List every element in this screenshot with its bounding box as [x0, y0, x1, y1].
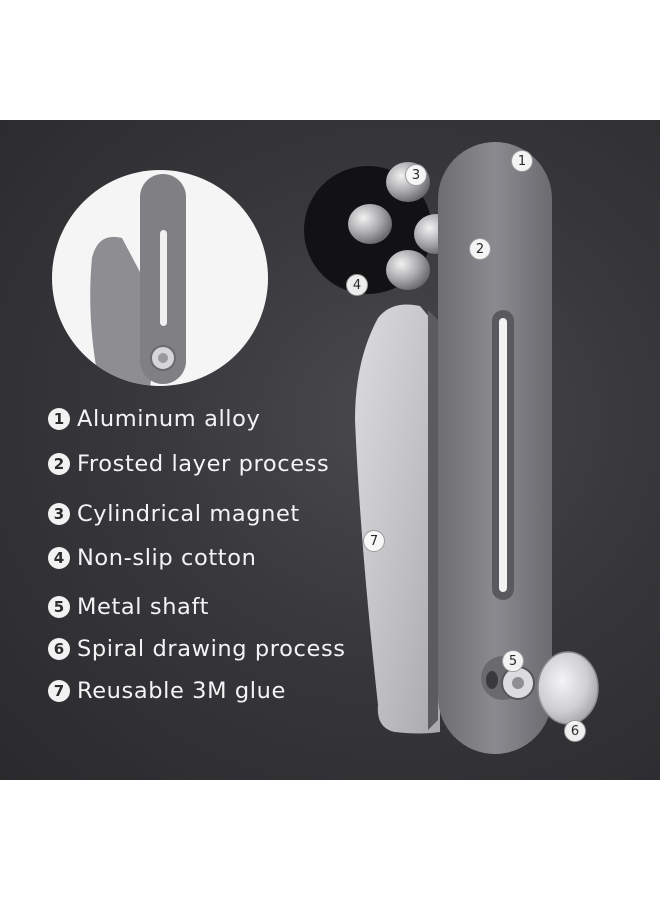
callout-5: 5	[502, 650, 524, 672]
legend-label: Reusable 3M glue	[77, 678, 286, 704]
callout-3: 3	[405, 164, 427, 186]
legend-item-5: 5 Metal shaft	[48, 592, 209, 622]
legend-item-4: 4 Non-slip cotton	[48, 543, 256, 573]
legend-number: 7	[48, 680, 70, 702]
legend-item-1: 1 Aluminum alloy	[48, 404, 260, 434]
legend-item-6: 6 Spiral drawing process	[48, 634, 346, 664]
legend-number: 1	[48, 408, 70, 430]
callout-4: 4	[346, 274, 368, 296]
legend-item-7: 7 Reusable 3M glue	[48, 676, 286, 706]
product-illustration	[52, 142, 599, 754]
metal-shaft-disc-image	[537, 651, 599, 725]
legend-number: 6	[48, 638, 70, 660]
legend-item-3: 3 Cylindrical magnet	[48, 499, 300, 529]
legend-label: Metal shaft	[77, 594, 209, 620]
legend-item-2: 2 Frosted layer process	[48, 449, 329, 479]
magnet-cluster-image	[304, 162, 458, 294]
phone-holder-inset-image	[52, 170, 268, 386]
callout-6: 6	[564, 720, 586, 742]
legend-number: 2	[48, 453, 70, 475]
legend-number: 3	[48, 503, 70, 525]
legend-number: 5	[48, 596, 70, 618]
legend-label: Spiral drawing process	[77, 636, 346, 662]
legend-label: Cylindrical magnet	[77, 501, 300, 527]
legend-label: Non-slip cotton	[77, 545, 257, 571]
product-photo-panel: 1 2 3 4 5 6 7 1 Aluminum alloy 2 Frosted…	[0, 120, 660, 780]
callout-1: 1	[511, 150, 533, 172]
glue-pad	[355, 304, 440, 734]
legend-label: Frosted layer process	[77, 451, 330, 477]
legend-number: 4	[48, 547, 70, 569]
legend-label: Aluminum alloy	[77, 406, 261, 432]
callout-7: 7	[363, 530, 385, 552]
callout-2: 2	[469, 238, 491, 260]
